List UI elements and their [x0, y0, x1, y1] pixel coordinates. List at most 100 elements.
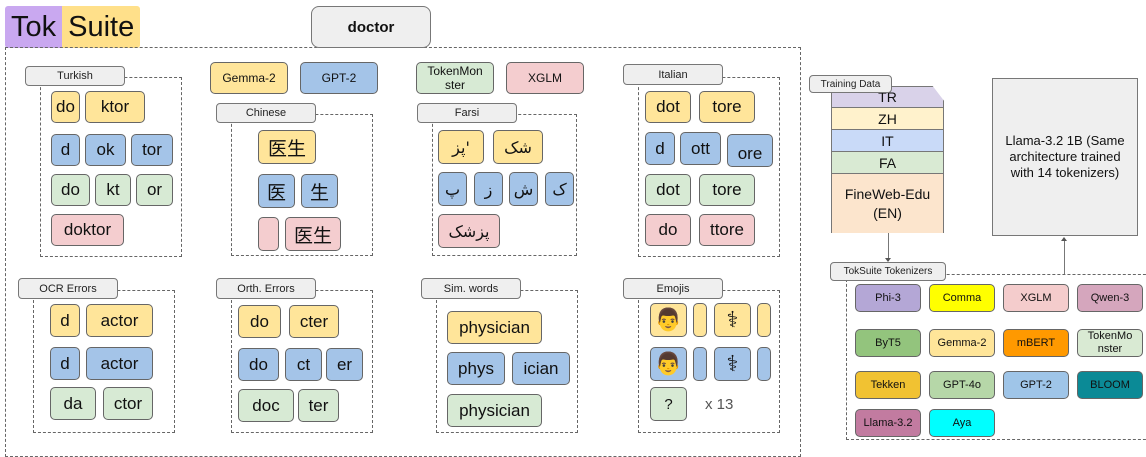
legend-tokenmonster: TokenMon ster: [416, 62, 494, 94]
token: cter: [289, 305, 339, 338]
tokenizer-byt5: ByT5: [855, 329, 921, 357]
man-emoji-token: 👨: [650, 303, 687, 337]
logo-suite: Suite: [62, 6, 141, 48]
token: ktor: [85, 91, 145, 123]
unknown-token: ?: [650, 387, 687, 421]
tokenizer-mbert: mBERT: [1003, 329, 1069, 357]
token: tor: [131, 134, 173, 166]
word-box: doctor: [311, 6, 431, 48]
token: 医: [258, 174, 295, 208]
model-box: Llama-3.2 1B (Same architecture trained …: [992, 78, 1138, 236]
word-label: doctor: [347, 18, 395, 36]
token: پ: [438, 172, 467, 206]
token: tore: [699, 91, 755, 123]
tokenizer-xglm: XGLM: [1003, 284, 1069, 312]
legend-gemma2: Gemma-2: [210, 62, 288, 94]
group-italian-title: Italian: [623, 64, 723, 85]
group-turkish-title: Turkish: [25, 66, 125, 86]
group-chinese-title: Chinese: [216, 103, 316, 123]
tokenizer-gpt-4o: GPT-4o: [929, 371, 995, 399]
legend-xglm: XGLM: [506, 62, 584, 94]
token: da: [50, 387, 96, 420]
toksuite-logo: Tok Suite: [5, 6, 141, 48]
tokenizer-llama-3-2: Llama-3.2: [855, 409, 921, 437]
token: d: [51, 134, 80, 166]
tokenizer-phi-3: Phi-3: [855, 284, 921, 312]
token: dot: [645, 174, 691, 206]
token: physician: [447, 394, 542, 427]
arrowhead: [1061, 237, 1067, 241]
token: er: [326, 348, 363, 381]
token: kt: [95, 174, 131, 206]
training-data-title: Training Data: [809, 75, 892, 93]
token: 医生: [258, 130, 316, 164]
token: ز: [474, 172, 503, 206]
training-data-stack: TR ZH IT FA FineWeb-Edu (EN): [831, 86, 944, 233]
token: doc: [238, 389, 294, 422]
logo-tok: Tok: [5, 6, 63, 48]
token: ctor: [103, 387, 153, 420]
tokenizer-tekken: Tekken: [855, 371, 921, 399]
token: شک: [493, 130, 543, 164]
token: ک: [545, 172, 574, 206]
token: do: [645, 214, 691, 246]
token: [757, 347, 771, 381]
tokenizer-aya: Aya: [929, 409, 995, 437]
token: ttore: [699, 214, 755, 246]
group-emojis-title: Emojis: [623, 278, 723, 299]
tokenizers-container: [846, 274, 1146, 440]
medical-symbol-token: ⚕: [714, 303, 751, 337]
model-text: Llama-3.2 1B (Same architecture trained …: [1005, 133, 1125, 180]
arrow-tokenizers-to-model: [1064, 240, 1065, 275]
token: do: [51, 174, 90, 206]
token: tore: [699, 174, 755, 206]
tokenizer-gemma-2: Gemma-2: [929, 329, 995, 357]
group-ocr-title: OCR Errors: [18, 278, 118, 299]
group-sim-title: Sim. words: [421, 278, 521, 299]
token: physician: [447, 311, 542, 344]
token: do: [238, 348, 279, 381]
token: do: [238, 305, 281, 338]
token: 生: [301, 174, 338, 208]
tokenizer-tokenmo-nster: TokenMo nster: [1077, 329, 1143, 357]
token: ter: [298, 389, 339, 422]
token: actor: [86, 347, 153, 380]
medical-symbol-token: ⚕: [714, 347, 751, 381]
legend-gpt2: GPT-2: [300, 62, 378, 94]
token: ok: [85, 134, 126, 166]
token: d: [50, 304, 80, 337]
tokenizer-comma: Comma: [929, 284, 995, 312]
repeat-count: x 13: [705, 396, 734, 413]
token: [693, 303, 707, 337]
token: ore: [727, 134, 773, 167]
token: ott: [680, 132, 721, 165]
token: ش: [509, 172, 538, 206]
layer-fa: FA: [832, 152, 943, 174]
tokenizer-bloom: BLOOM: [1077, 371, 1143, 399]
layer-fineweb: FineWeb-Edu (EN): [832, 174, 943, 233]
token: doktor: [51, 214, 124, 246]
arrow-training-to-tokenizers: [888, 233, 889, 261]
token: پزشک: [438, 214, 500, 248]
token: d: [50, 347, 80, 380]
man-emoji-token: 👨: [650, 347, 687, 381]
token: پز': [438, 130, 484, 164]
token: [693, 347, 707, 381]
token: 医生: [285, 217, 341, 251]
tokenizer-gpt-2: GPT-2: [1003, 371, 1069, 399]
token: phys: [447, 352, 505, 385]
group-farsi-title: Farsi: [417, 103, 517, 123]
group-orth-title: Orth. Errors: [216, 278, 316, 299]
token: ician: [512, 352, 570, 385]
token: d: [645, 132, 675, 165]
layer-it: IT: [832, 130, 943, 152]
layer-zh: ZH: [832, 108, 943, 130]
arrowhead: [885, 258, 891, 262]
tokenizers-title: TokSuite Tokenizers: [830, 262, 946, 281]
token: do: [51, 91, 80, 123]
token: ct: [285, 348, 322, 381]
token: [258, 217, 279, 251]
tokenizer-qwen-3: Qwen-3: [1077, 284, 1143, 312]
token: actor: [86, 304, 153, 337]
token: or: [136, 174, 173, 206]
